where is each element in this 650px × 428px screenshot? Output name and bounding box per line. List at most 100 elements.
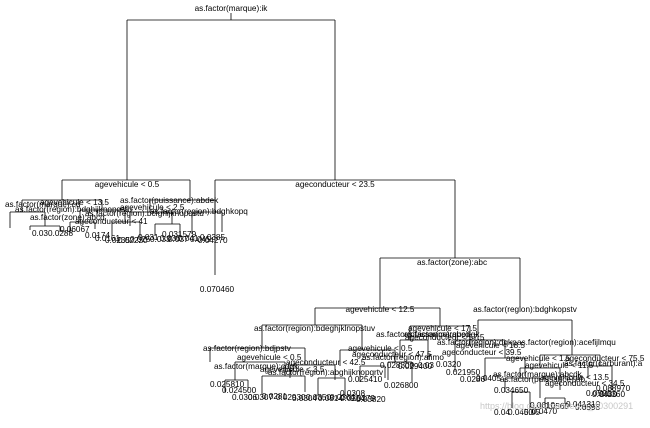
ml-split-3: ageconducteur < 42.5 xyxy=(286,358,366,367)
mr-split-4: agevehicule < 1.5 xyxy=(506,354,571,363)
mr-leaf-1: 0.034650 xyxy=(494,386,529,395)
ll-leaf-2: 0.0174 xyxy=(85,231,110,240)
ll-leaf-4: 0.0161 xyxy=(95,234,120,243)
ll-leaf-5: 0.0235 xyxy=(105,236,130,245)
ml-leaf-19: 0.0320 xyxy=(436,360,461,369)
mr-split-10: as.factor(puissance):ab xyxy=(500,375,586,384)
ml-leaf-14: 0.025410 xyxy=(348,375,383,384)
right-leaf-label: 0.070460 xyxy=(200,285,235,294)
ml-leaf-7: 0.0350 xyxy=(306,393,331,402)
ll-split-7: as.factor(zone):abcd xyxy=(30,213,105,222)
ml-leaf-2: 0.0306 xyxy=(232,393,257,402)
ml-leaf-17: 0.029400 xyxy=(398,362,433,371)
mr-leaf-10: 0.05 xyxy=(524,408,540,417)
ml-leaf-5: 0.02930 xyxy=(276,393,306,402)
ml-leaf-0: 0.025810 xyxy=(210,380,245,389)
mr-split-11: ageconducteur < 34.5 xyxy=(545,379,625,388)
mr-leaf-7: 0.0360 xyxy=(600,390,625,399)
tree-labels-right-cluster: as.factor(region):dqkp agevehicule < 18.… xyxy=(437,338,645,417)
ll-split-6: agevehicule < 2.5 xyxy=(120,203,185,212)
mr-split-3: as.factor(region):acefijlmqu xyxy=(517,338,616,347)
ll-split-4: as.factor(region):bcfghijknopqstu xyxy=(85,209,204,218)
ll-leaf-7: 0.025 xyxy=(130,235,151,244)
ml-split-6: as.factor(region):abghijknopqrtv xyxy=(268,368,384,377)
mr-leaf-13: 0.0598 xyxy=(575,403,600,412)
ll-leaf-14: 0.045 xyxy=(190,235,211,244)
ll-split-8: ageconducteur < 41 xyxy=(75,217,148,226)
tree-edges-cluster-middle xyxy=(224,325,471,396)
ml-leaf-11: 0.0379 xyxy=(350,394,375,403)
ml-leaf-16: 0.028300 xyxy=(380,361,415,370)
watermark-text: https://blog.csdn.net/weixin_40300291 xyxy=(480,401,633,411)
ml-split-4: as.factor(marque):cdgk xyxy=(214,362,299,371)
ml-leaf-10: 0.0354 xyxy=(340,394,365,403)
mr-split-6: as.factor(carburant):a xyxy=(564,359,643,368)
ll-leaf-13: 0.031579 xyxy=(162,230,197,239)
tree-edges-cluster-right xyxy=(454,339,613,410)
mr-split-2: ageconducteur < 39.5 xyxy=(442,348,522,357)
ll-leaf-6: 0.02220 xyxy=(118,236,148,245)
ml-split-11: as.factor(puissance):abcd xyxy=(376,330,470,339)
mr-leaf-3: 0.0405 xyxy=(476,374,501,383)
ll-leaf-12: 0.041 xyxy=(178,234,199,243)
ml-split-0: as.factor(region):bdeghjklnopstuv xyxy=(254,324,376,333)
tree-edges-cluster-left xyxy=(9,199,223,236)
ml-leaf-9: 0.0364 xyxy=(330,393,355,402)
ll-split-0: as.factor(marque):cd xyxy=(5,200,81,209)
ml-split-2: agevehicule < 0.5 xyxy=(237,353,302,362)
left-split-label: agevehicule < 0.5 xyxy=(95,180,160,189)
mr-leaf-12: 0.041310 xyxy=(566,400,601,409)
ll-leaf-3: 0.06067 xyxy=(60,225,90,234)
mr-leaf-9: 0.0450 xyxy=(508,408,533,417)
mr-leaf-15: 0.0560 xyxy=(544,402,569,411)
ll-leaf-0: 0.03 xyxy=(32,229,48,238)
ll-split-1: as.factor(puissance):abdek xyxy=(120,196,219,205)
zone-right-split-label: as.factor(region):bdghkopstv xyxy=(473,305,578,314)
mr-split-1: agevehicule < 18.5 xyxy=(456,341,525,350)
ml-split-12: as.factor(marque):gk xyxy=(404,330,480,339)
zone-left-split-label: agevehicule < 12.5 xyxy=(346,305,415,314)
mr-split-7: agevehicule < 11.5 xyxy=(525,361,594,370)
ml-leaf-12: 0.0308 xyxy=(340,389,365,398)
right-split-label: ageconducteur < 23.5 xyxy=(295,180,375,189)
ml-leaf-6: 0.0304 xyxy=(292,394,317,403)
ll-leaf-15: 0.0385 xyxy=(200,233,225,242)
ml-split-5: agevehicule < 3.5 xyxy=(260,365,325,374)
mr-leaf-6: 0.0430 xyxy=(592,390,617,399)
tree-edges-main xyxy=(61,13,573,365)
mr-leaf-4: 0.088970 xyxy=(596,384,631,393)
root-split-label: as.factor(marque):ik xyxy=(195,4,269,13)
ll-split-2: as.factor(region):bdghijknopqstu xyxy=(15,205,132,214)
ml-leaf-13: 0.03820 xyxy=(356,395,386,404)
ll-leaf-10: 0.036 xyxy=(160,234,181,243)
ll-leaf-9: 0.033 xyxy=(150,235,171,244)
ll-leaf-16: 0.04270 xyxy=(198,236,228,245)
ml-split-9: as.factor(region):afimo xyxy=(362,353,444,362)
mr-split-5: ageconducteur < 75.5 xyxy=(565,354,645,363)
ll-leaf-11: 0.037 xyxy=(168,235,189,244)
ml-leaf-1: 0.024500 xyxy=(222,386,257,395)
tree-labels-left-cluster: as.factor(marque):cd as.factor(puissance… xyxy=(5,196,248,245)
zone-split-label: as.factor(zone):abc xyxy=(417,258,487,267)
ml-leaf-8: 0.0314 xyxy=(318,394,343,403)
ml-split-10: agevehicule < 17.5 xyxy=(408,324,477,333)
ml-split-8: ageconducteur < 47.5 xyxy=(352,350,432,359)
mr-leaf-0: 0.021950 xyxy=(446,368,481,377)
ll-leaf-8: 0.031 xyxy=(138,233,159,242)
ml-split-13: ageconducteur < 57.5 xyxy=(405,333,485,342)
ml-split-7: agevehicule < 0.5 xyxy=(348,344,413,353)
ml-leaf-4: 0.0281 xyxy=(262,392,287,401)
ml-leaf-18: 0.03 xyxy=(418,361,434,370)
mr-leaf-11: 0.0470 xyxy=(532,407,557,416)
ll-split-3: agevehicule < 13.5 xyxy=(40,198,109,207)
tree-labels-main: as.factor(marque):ik agevehicule < 0.5 a… xyxy=(95,4,578,314)
mr-leaf-8: 0.04 xyxy=(494,408,510,417)
tree-labels-middle-cluster: as.factor(region):bdeghjklnopstuv as.fac… xyxy=(203,324,485,404)
ll-leaf-1: 0.0288 xyxy=(48,229,73,238)
ml-leaf-15: 0.026800 xyxy=(384,381,419,390)
mr-leaf-5: 0.0501 xyxy=(586,389,611,398)
mr-leaf-14: 0.0610 xyxy=(530,401,555,410)
ll-split-5: as.factor(region):bdghkopq xyxy=(150,207,248,216)
